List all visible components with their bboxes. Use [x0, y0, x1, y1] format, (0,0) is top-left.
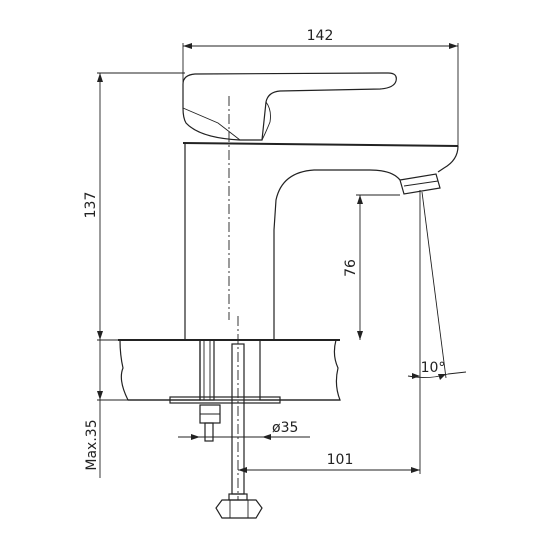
dimension-spout-reach: 101 [238, 190, 421, 474]
dimension-label-width: 142 [307, 28, 334, 44]
dimension-label-reach: 101 [327, 452, 354, 468]
dimension-label-spout-height: 76 [343, 259, 359, 277]
dimension-label-height: 137 [83, 192, 99, 219]
mounting-assembly [169, 316, 281, 519]
dimension-overall-height: 137 [83, 72, 185, 341]
dimension-label-max-thickness: Max.35 [84, 419, 100, 470]
dimension-label-diameter: ø35 [272, 420, 298, 436]
dimension-spout-height: 76 [343, 194, 400, 340]
faucet-body [182, 72, 459, 340]
countertop-section [118, 339, 341, 401]
dimension-hole-diameter: ø35 [178, 420, 310, 440]
dimension-overall-width: 142 [182, 28, 459, 146]
dimension-max-thickness: Max.35 [84, 340, 128, 478]
dimension-spout-angle: 10° [407, 191, 467, 380]
dimension-label-angle: 10° [421, 360, 446, 376]
